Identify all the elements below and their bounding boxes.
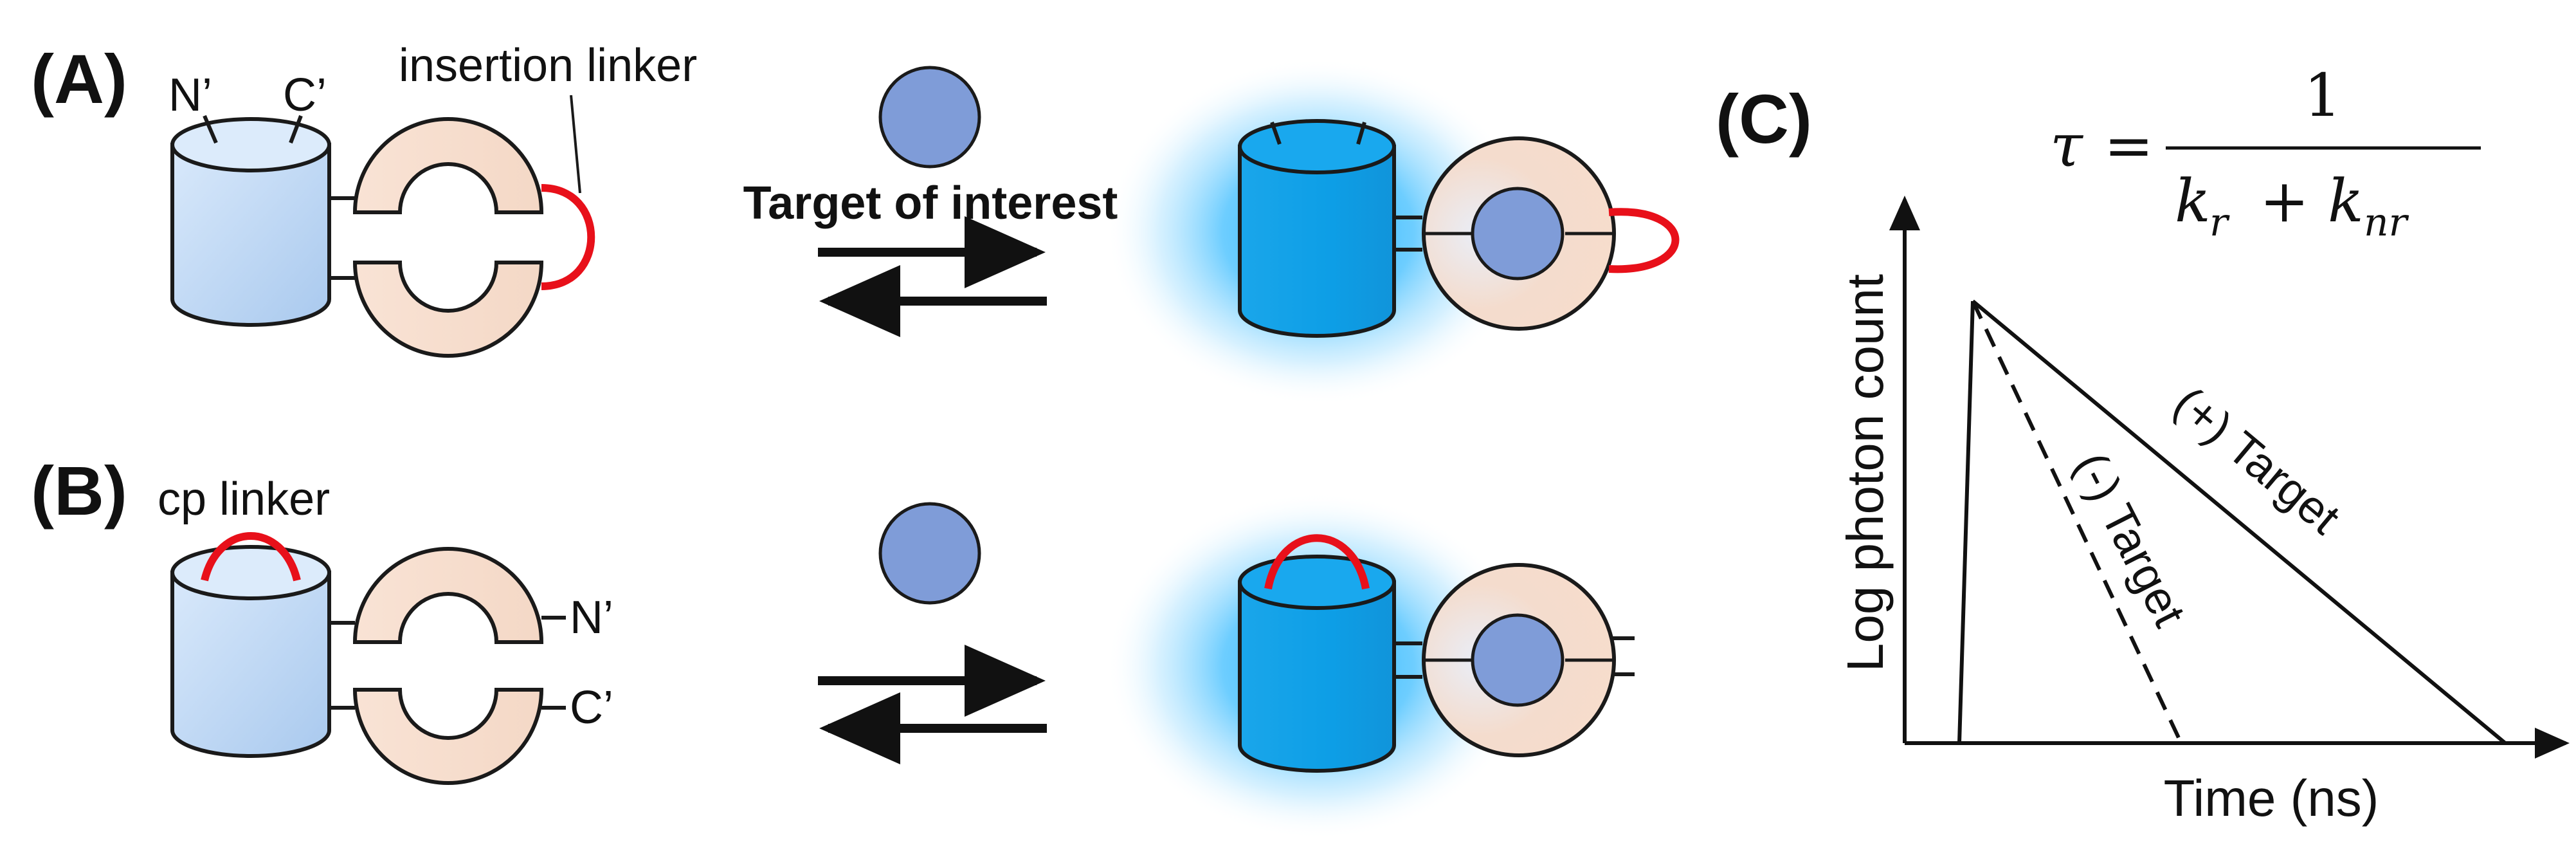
equation-k2: k	[2328, 167, 2364, 235]
panel-b: (B) cp linker N’ C’	[31, 452, 1635, 840]
insertion-linker	[541, 184, 595, 290]
sensing-domain-bottom-a	[352, 261, 544, 358]
equation-plus: +	[2260, 167, 2309, 235]
fp-barrel-apo-a	[170, 117, 331, 327]
target-label: Target of interest	[743, 178, 1118, 229]
cp-linker-bound	[1264, 534, 1370, 590]
cp-linker-label: cp linker	[158, 474, 330, 525]
n-terminus-label-b: N’	[570, 592, 613, 643]
equation-k2-sub: nr	[2364, 200, 2409, 245]
panel-c-label: (C)	[1716, 80, 1812, 158]
cp-linker	[201, 532, 301, 582]
x-axis-label: Time (ns)	[2164, 770, 2379, 827]
equation-k1: k	[2175, 167, 2211, 235]
decay-line-minus-target	[1971, 300, 2183, 744]
bound-target-b	[1471, 613, 1565, 707]
fp-barrel-apo-b	[170, 545, 331, 758]
target-ligand-b	[878, 502, 981, 605]
n-terminus-label-a: N’	[168, 69, 212, 121]
equation-k1-sub: r	[2209, 200, 2230, 245]
insertion-linker-pointer	[570, 95, 581, 194]
plus-target-label: (+) Target	[2164, 377, 2350, 544]
panel-b-label: (B)	[31, 452, 127, 530]
bound-target-a	[1471, 187, 1565, 281]
n-terminus-tick-a	[203, 115, 218, 144]
fp-barrel-bound-b	[1238, 555, 1396, 773]
panel-c: (C) τ = 1 k r + k nr Log photon count Ti…	[1716, 61, 2570, 827]
equation-tau: τ	[2050, 111, 2084, 180]
sensing-domain-bottom-b	[352, 688, 544, 785]
decay-line-plus-target	[1972, 299, 2507, 745]
insertion-linker-bound	[1608, 208, 1680, 273]
c-terminus-tick-a	[289, 115, 303, 144]
equation-equals: =	[2104, 111, 2154, 180]
target-ligand-a	[878, 66, 981, 169]
excitation-rise	[1957, 300, 1975, 744]
sensing-domain-top-a	[352, 117, 544, 214]
panel-a-label: (A)	[31, 40, 127, 118]
lifetime-equation: τ = 1 k r + k nr	[2050, 61, 2481, 245]
fp-barrel-bound-a	[1238, 119, 1396, 338]
c-terminus-label-a: C’	[283, 69, 327, 121]
c-terminus-label-b: C’	[570, 682, 613, 733]
panel-a: (A) N’ C’ insertion linker Target of int…	[31, 40, 1680, 405]
equation-numerator: 1	[2304, 61, 2342, 130]
sensing-domain-top-b	[352, 547, 544, 644]
insertion-linker-label: insertion linker	[399, 40, 697, 91]
y-axis-label: Log photon count	[1837, 274, 1894, 672]
